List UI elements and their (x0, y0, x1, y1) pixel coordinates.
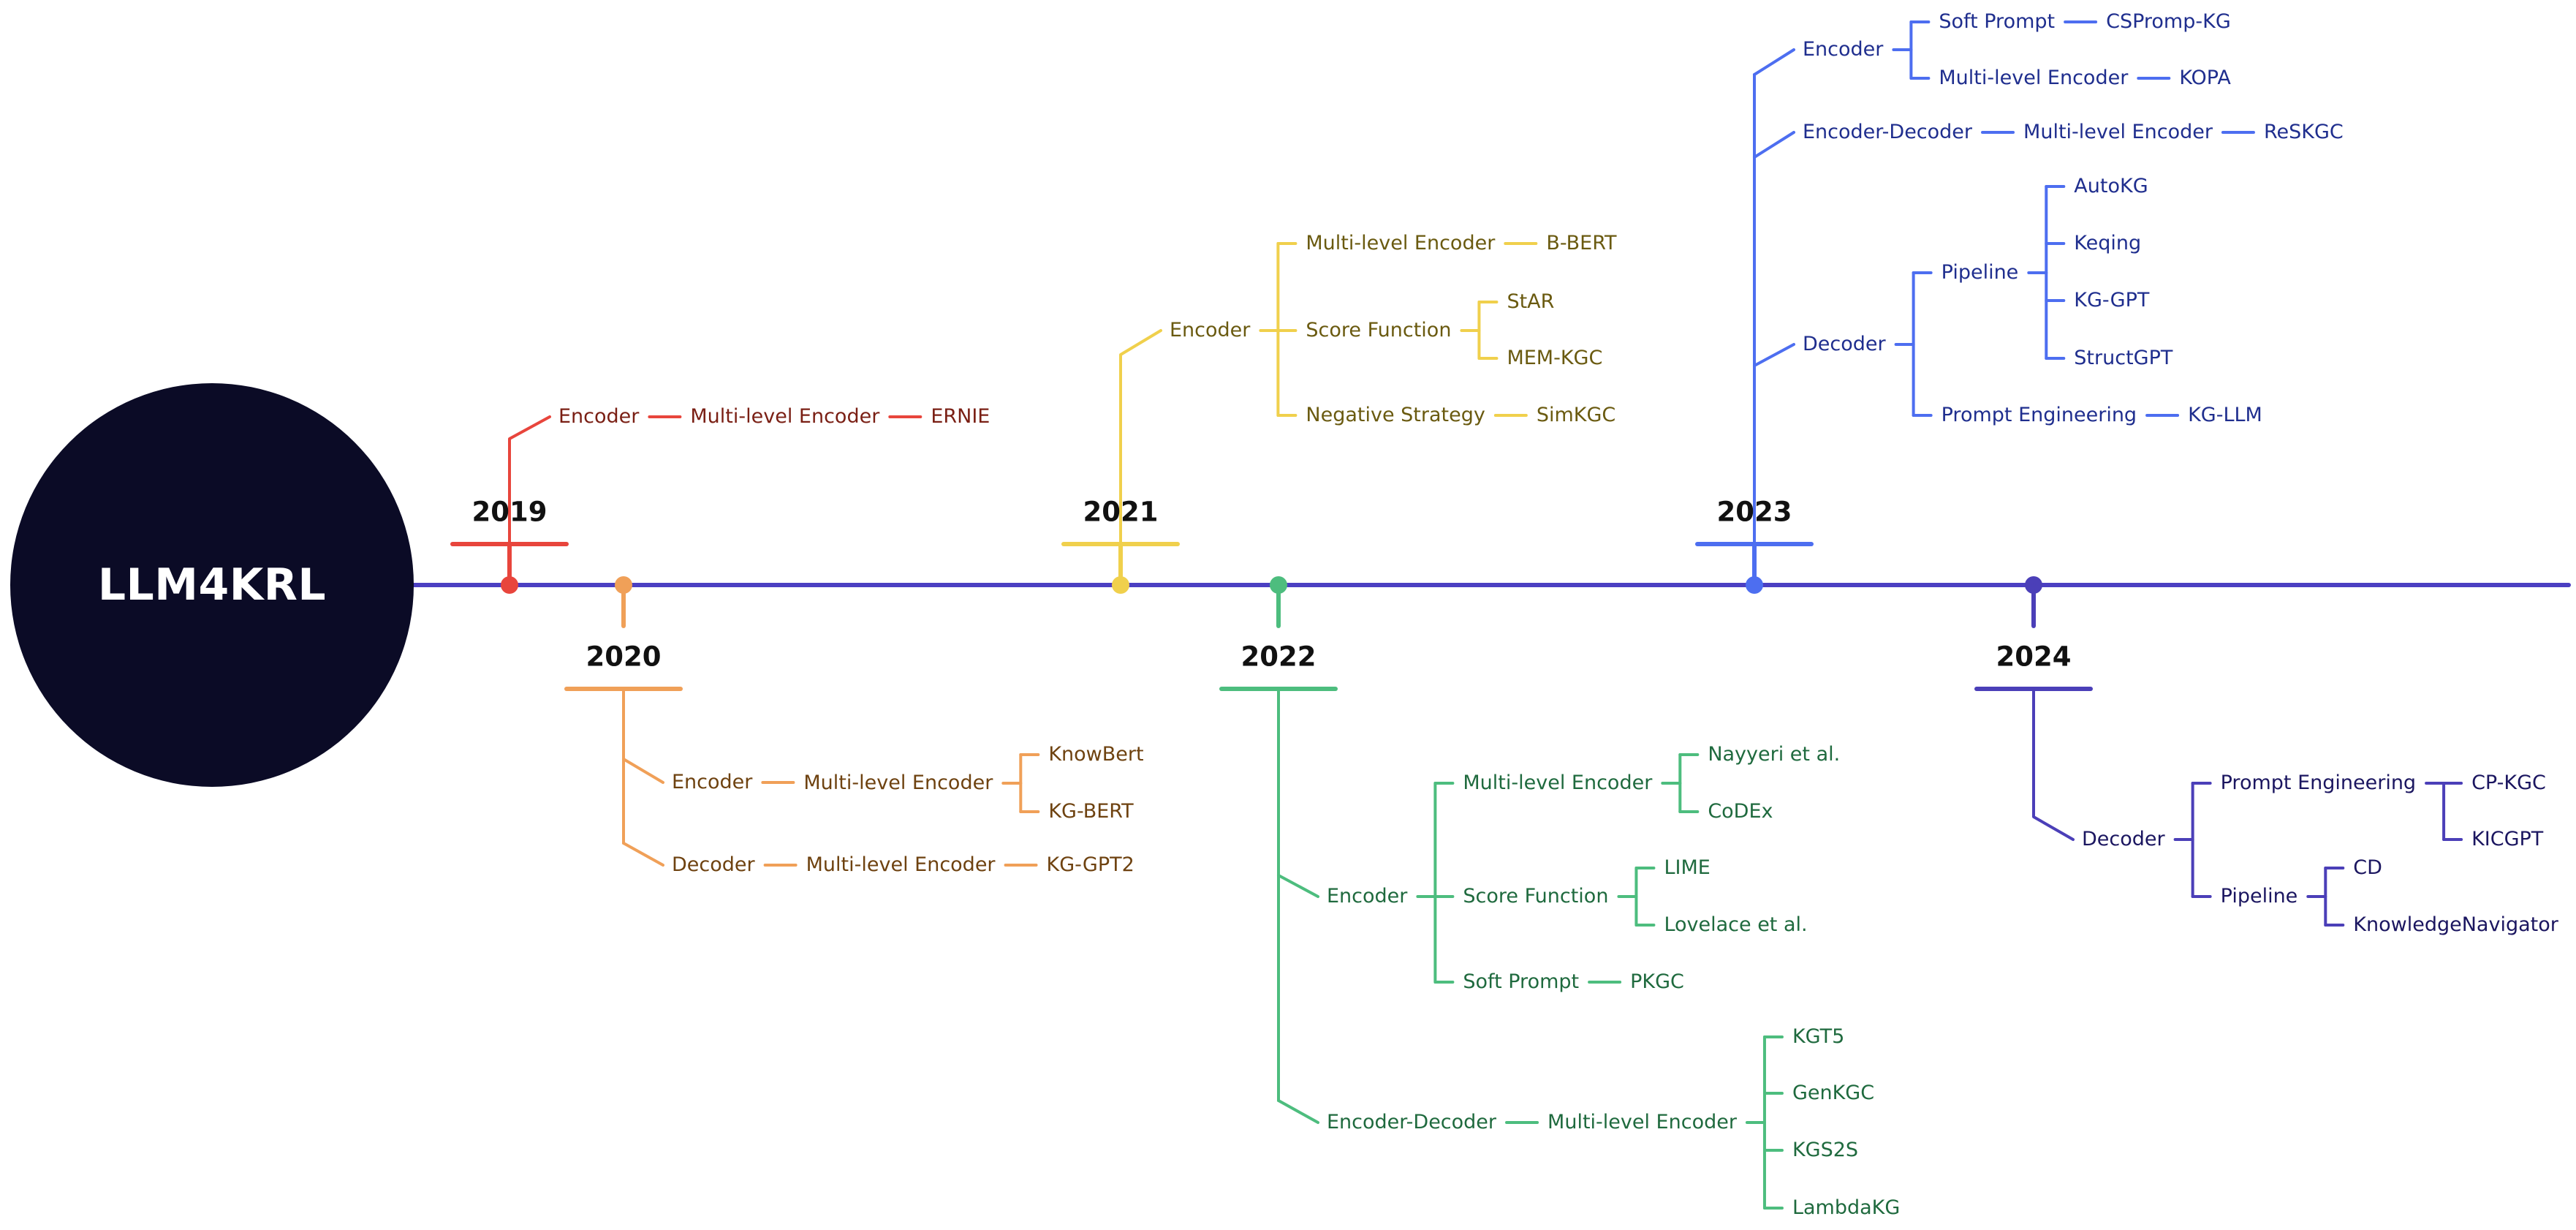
model-node: Lovelace et al. (1664, 913, 1808, 936)
year-label: 2023 (1716, 496, 1792, 528)
year-label: 2022 (1240, 641, 1317, 673)
model-node: PKGC (1630, 970, 1684, 993)
model-node: KICGPT (2471, 828, 2544, 850)
method-node: Multi-level Encoder (1306, 232, 1496, 254)
method-node: Multi-level Encoder (690, 405, 880, 428)
category-node: Encoder (1170, 319, 1251, 342)
trunk-branch (1753, 48, 1795, 76)
model-node: KG-GPT2 (1046, 853, 1134, 876)
model-node: KGT5 (1792, 1025, 1845, 1048)
category-node: Encoder (1803, 38, 1884, 61)
trunk-branch (622, 758, 664, 784)
trunk (508, 415, 551, 480)
hub-circle: LLM4KRL (10, 383, 414, 787)
method-node: Score Function (1306, 319, 1452, 342)
category-node: Decoder (1803, 333, 1886, 355)
model-node: KG-BERT (1048, 800, 1134, 823)
model-node: KnowledgeNavigator (2353, 913, 2558, 936)
year-label: 2021 (1083, 496, 1159, 528)
model-node: SimKGC (1536, 404, 1616, 426)
model-node: CD (2353, 856, 2382, 879)
model-node: KG-GPT (2074, 289, 2150, 312)
category-node: Encoder (1327, 885, 1408, 908)
model-node: MEM-KGC (1507, 347, 1603, 369)
model-node: KnowBert (1048, 743, 1144, 766)
method-node: Pipeline (1941, 261, 2019, 284)
method-node: Soft Prompt (1939, 10, 2056, 33)
model-node: KG-LLM (2188, 404, 2262, 426)
year-label: 2019 (471, 496, 548, 528)
model-node: StAR (1507, 290, 1555, 313)
trunk-branch (1277, 1099, 1319, 1124)
method-node: Prompt Engineering (1941, 404, 2137, 426)
method-node: Multi-level Encoder (1463, 771, 1653, 794)
category-node: Decoder (672, 853, 755, 876)
method-node: Multi-level Encoder (1939, 67, 2129, 89)
method-node: Score Function (1463, 885, 1609, 908)
model-node: ERNIE (931, 405, 990, 428)
model-node: LambdaKG (1792, 1196, 1901, 1219)
model-node: CP-KGC (2471, 771, 2546, 794)
model-node: CSPromp-KG (2106, 10, 2231, 33)
model-node: ReSKGC (2263, 121, 2344, 143)
category-node: Encoder (558, 405, 640, 428)
category-node: Decoder (2082, 828, 2165, 850)
method-node: Multi-level Encoder (803, 771, 993, 794)
model-node: AutoKG (2074, 175, 2148, 197)
method-node: Multi-level Encoder (2023, 121, 2213, 143)
model-node: KGS2S (1792, 1139, 1859, 1161)
method-node: Negative Strategy (1306, 404, 1485, 426)
trunk-branch (1753, 131, 1795, 159)
trunk (1119, 329, 1162, 546)
trunk-branch (622, 842, 664, 867)
method-node: Soft Prompt (1463, 970, 1580, 993)
model-node: Keqing (2074, 232, 2142, 254)
model-node: B-BERT (1546, 232, 1617, 254)
model-node: KOPA (2179, 67, 2231, 89)
model-node: LIME (1664, 856, 1711, 879)
category-node: Encoder-Decoder (1803, 121, 1973, 143)
trunk (2032, 687, 2075, 841)
year-label: 2024 (1996, 641, 2072, 673)
method-node: Prompt Engineering (2220, 771, 2417, 794)
category-node: Encoder (672, 771, 753, 793)
method-node: Multi-level Encoder (806, 853, 996, 876)
trunk-branch (1277, 874, 1319, 898)
category-node: Encoder-Decoder (1327, 1111, 1497, 1133)
model-node: Nayyeri et al. (1708, 743, 1841, 766)
year-label: 2020 (586, 641, 662, 673)
model-node: GenKGC (1792, 1082, 1875, 1104)
model-node: CoDEx (1708, 800, 1773, 823)
model-node: StructGPT (2074, 347, 2173, 369)
method-node: Pipeline (2220, 885, 2298, 908)
trunk-branch (1753, 343, 1795, 367)
method-node: Multi-level Encoder (1548, 1111, 1737, 1133)
diagram-title: LLM4KRL (97, 559, 327, 611)
